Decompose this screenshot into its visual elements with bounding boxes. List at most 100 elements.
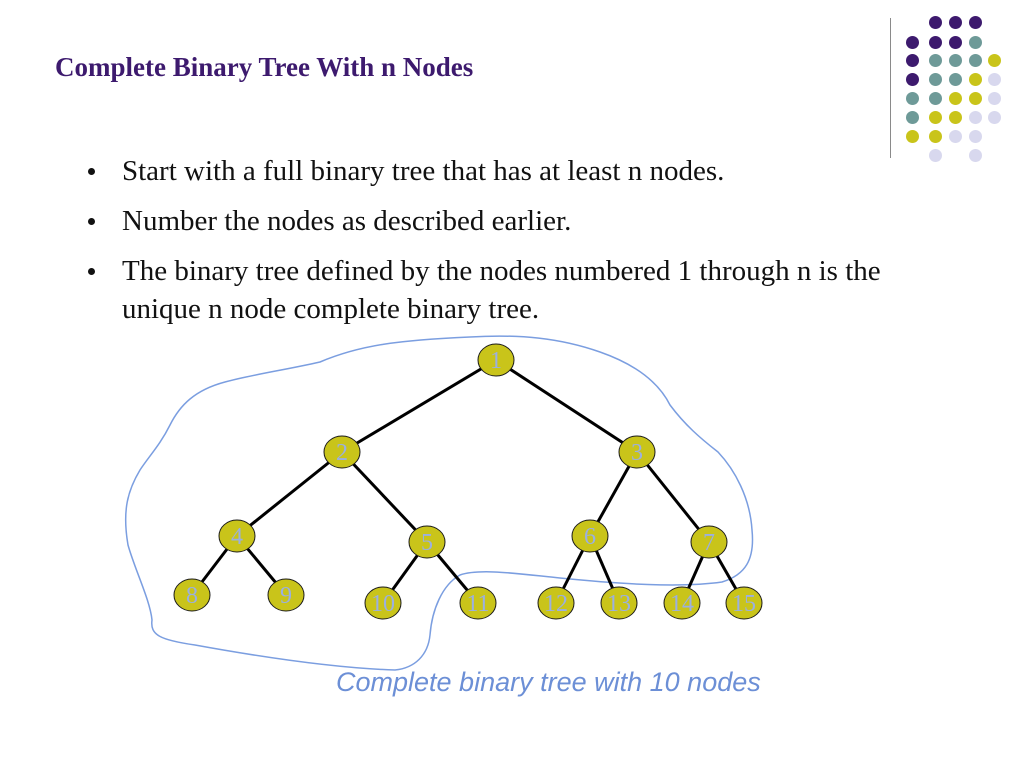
decorative-dot (929, 149, 942, 162)
tree-node-label: 10 (371, 591, 395, 617)
tree-edge (236, 450, 343, 538)
tree-edge (341, 358, 497, 454)
tree-node-label: 4 (231, 524, 243, 550)
decorative-dot (988, 92, 1001, 105)
bullet-item: The binary tree defined by the nodes num… (88, 252, 918, 328)
tree-node: 4 (218, 519, 256, 553)
bullet-icon (88, 268, 95, 275)
tree-node: 11 (459, 586, 497, 620)
decorative-dot (906, 92, 919, 105)
tree-edges (190, 358, 746, 604)
decorative-dot (949, 16, 962, 29)
tree-node-label: 2 (336, 440, 348, 466)
tree-node-label: 1 (490, 348, 502, 374)
decorative-dot (969, 16, 982, 29)
tree-node-label: 15 (732, 591, 756, 617)
decorative-dot (906, 54, 919, 67)
tree-node: 9 (267, 578, 305, 612)
tree-node-circle (600, 586, 638, 620)
tree-node-label: 9 (280, 583, 292, 609)
decorative-dot (969, 73, 982, 86)
tree-node-label: 8 (186, 583, 198, 609)
decorative-dot (906, 36, 919, 49)
tree-node-label: 7 (703, 530, 715, 556)
bullet-list: Start with a full binary tree that has a… (88, 152, 918, 340)
tree-node: 6 (571, 519, 609, 553)
bullet-icon (88, 168, 95, 175)
tree-node-circle (218, 519, 256, 553)
tree-node: 13 (600, 586, 638, 620)
tree-node: 3 (618, 435, 656, 469)
bullet-icon (88, 218, 95, 225)
tree-node-circle (690, 525, 728, 559)
decorative-dot (969, 130, 982, 143)
tree-node-circle (364, 586, 402, 620)
complete-tree-outline (124, 335, 754, 671)
tree-node-circle (408, 525, 446, 559)
decorative-dot (949, 36, 962, 49)
tree-node-circle (267, 578, 305, 612)
diagram-caption: Complete binary tree with 10 nodes (336, 667, 761, 697)
tree-node-circle (477, 343, 515, 377)
tree-edge (340, 450, 429, 544)
tree-node-label: 3 (631, 440, 643, 466)
tree-node-circle (459, 586, 497, 620)
tree-node-label: 14 (670, 591, 694, 617)
tree-node-circle (618, 435, 656, 469)
decorative-dot (929, 73, 942, 86)
tree-edge (635, 451, 711, 543)
tree-node: 7 (690, 525, 728, 559)
tree-node: 15 (725, 586, 763, 620)
tree-node: 5 (408, 525, 446, 559)
tree-node-label: 5 (421, 530, 433, 556)
tree-node-label: 12 (544, 591, 568, 617)
decorative-dot (929, 92, 942, 105)
decorative-dot (969, 54, 982, 67)
tree-node-circle (571, 519, 609, 553)
decorative-dot (906, 111, 919, 124)
tree-node: 10 (364, 586, 402, 620)
tree-node-circle (537, 586, 575, 620)
divider-line (890, 18, 891, 158)
decorative-dot (949, 73, 962, 86)
slide-title: Complete Binary Tree With n Nodes (55, 52, 474, 82)
decorative-dot (929, 16, 942, 29)
tree-node-label: 13 (607, 591, 631, 617)
bullet-item: Start with a full binary tree that has a… (88, 152, 918, 190)
decorative-dot (988, 54, 1001, 67)
decorative-dot (969, 149, 982, 162)
tree-node-label: 6 (584, 524, 596, 550)
decorative-dot (988, 111, 1001, 124)
decorative-dot (969, 111, 982, 124)
decorative-dot (929, 54, 942, 67)
tree-node: 2 (323, 435, 361, 469)
tree-node: 1 (477, 343, 515, 377)
decorative-dot (906, 73, 919, 86)
decorative-dot (929, 111, 942, 124)
decorative-dot (969, 36, 982, 49)
decorative-dot (929, 36, 942, 49)
tree-node: 8 (173, 578, 211, 612)
tree-node-circle (173, 578, 211, 612)
tree-node-circle (663, 586, 701, 620)
decorative-dot (988, 73, 1001, 86)
bullet-text: Start with a full binary tree that has a… (122, 155, 725, 187)
decorative-dot (929, 130, 942, 143)
decorative-dot (949, 54, 962, 67)
decorative-dot (949, 111, 962, 124)
bullet-text: The binary tree defined by the nodes num… (122, 255, 881, 325)
decorative-dot (906, 130, 919, 143)
decorative-dot (969, 92, 982, 105)
tree-edge (495, 358, 638, 454)
bullet-item: Number the nodes as described earlier. (88, 202, 918, 240)
tree-node-circle (323, 435, 361, 469)
bullet-text: Number the nodes as described earlier. (122, 205, 572, 237)
decorative-dot (949, 130, 962, 143)
tree-node: 12 (537, 586, 575, 620)
tree-node: 14 (663, 586, 701, 620)
tree-node-circle (725, 586, 763, 620)
decorative-dot (949, 92, 962, 105)
tree-node-label: 11 (466, 591, 489, 617)
